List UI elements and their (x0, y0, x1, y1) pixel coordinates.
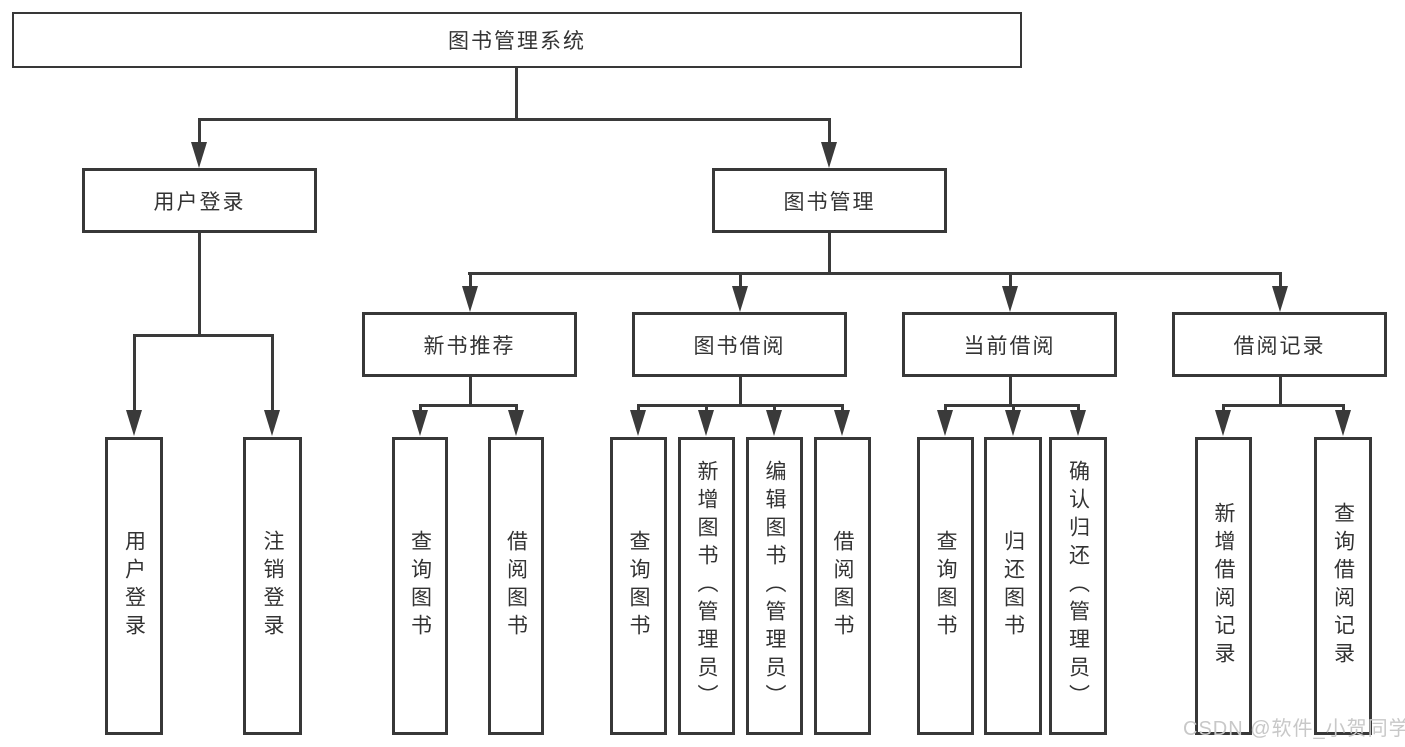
arrow-down-icon (508, 410, 524, 436)
node-book-borrowing: 图书借阅 (632, 312, 847, 377)
node-label: 查询图书 (934, 530, 957, 642)
node-label: 新增借阅记录 (1212, 502, 1235, 670)
connector-line (705, 404, 708, 414)
node-label: 注销登录 (261, 530, 284, 642)
connector-line (133, 334, 136, 412)
connector-line (637, 404, 844, 407)
arrow-down-icon (732, 286, 748, 312)
node-label: 图书管理 (783, 190, 876, 214)
arrow-down-icon (191, 142, 207, 168)
connector-line (515, 68, 518, 118)
node-label: 新书推荐 (423, 334, 516, 358)
connector-line (739, 272, 742, 288)
arrow-down-icon (1070, 410, 1086, 436)
node-label: 借阅记录 (1233, 334, 1326, 358)
node-book-management: 图书管理 (712, 168, 947, 233)
connector-line (637, 404, 640, 414)
connector-line (515, 404, 518, 414)
node-label: 用户登录 (122, 530, 146, 642)
arrow-down-icon (412, 410, 428, 436)
connector-line (469, 272, 472, 288)
arrow-down-icon (834, 410, 850, 436)
node-root-library-system: 图书管理系统 (12, 12, 1022, 68)
arrow-down-icon (264, 410, 280, 436)
leaf-borrow-books-recommend: 借阅图书 (488, 437, 544, 735)
leaf-edit-books-admin: 编辑图书（管理员） (746, 437, 803, 735)
arrow-down-icon (698, 410, 714, 436)
connector-line (773, 404, 776, 414)
connector-line (1009, 377, 1012, 406)
leaf-query-books-recommend: 查询图书 (392, 437, 448, 735)
arrow-down-icon (1335, 410, 1351, 436)
connector-line (198, 118, 201, 144)
node-label: 借阅图书 (831, 530, 854, 642)
arrow-down-icon (1272, 286, 1288, 312)
connector-line (133, 334, 274, 337)
node-label: 图书借阅 (693, 334, 786, 358)
node-label: 查询图书 (408, 530, 432, 642)
connector-line (198, 233, 201, 336)
node-label: 编辑图书（管理员） (763, 460, 786, 712)
connector-line (1279, 272, 1282, 288)
node-new-book-recommend: 新书推荐 (362, 312, 577, 377)
leaf-user-login: 用户登录 (105, 437, 163, 735)
arrow-down-icon (1005, 410, 1021, 436)
arrow-down-icon (937, 410, 953, 436)
arrow-down-icon (630, 410, 646, 436)
node-label: 查询图书 (627, 530, 650, 642)
arrow-down-icon (821, 142, 837, 168)
arrow-down-icon (126, 410, 142, 436)
connector-line (271, 334, 274, 412)
connector-line (469, 377, 472, 406)
connector-line (419, 404, 518, 407)
connector-line (1342, 404, 1345, 414)
leaf-add-books-admin: 新增图书（管理员） (678, 437, 735, 735)
csdn-watermark: CSDN @软件_小贺同学 (1183, 718, 1405, 740)
node-label: 当前借阅 (963, 334, 1056, 358)
connector-line (1279, 377, 1282, 406)
arrow-down-icon (1002, 286, 1018, 312)
connector-line (828, 118, 831, 144)
connector-line (1222, 404, 1225, 414)
node-label: 新增图书（管理员） (695, 460, 718, 712)
arrow-down-icon (462, 286, 478, 312)
leaf-logout: 注销登录 (243, 437, 302, 735)
connector-line (1077, 404, 1080, 414)
connector-line (739, 377, 742, 406)
connector-line (1012, 404, 1015, 414)
connector-line (198, 118, 831, 121)
leaf-query-books: 查询图书 (610, 437, 667, 735)
node-label: 查询借阅记录 (1331, 502, 1355, 670)
arrow-down-icon (766, 410, 782, 436)
connector-line (944, 404, 947, 414)
node-user-login: 用户登录 (82, 168, 317, 233)
node-current-borrowing: 当前借阅 (902, 312, 1117, 377)
leaf-add-borrow-record: 新增借阅记录 (1195, 437, 1252, 735)
connector-line (841, 404, 844, 414)
connector-line (468, 272, 1281, 275)
leaf-query-borrow-record: 查询借阅记录 (1314, 437, 1372, 735)
node-label: 用户登录 (153, 190, 246, 214)
arrow-down-icon (1215, 410, 1231, 436)
node-borrowing-records: 借阅记录 (1172, 312, 1387, 377)
leaf-query-books-current: 查询图书 (917, 437, 974, 735)
connector-line (419, 404, 422, 414)
connector-line (828, 233, 831, 274)
node-label: 归还图书 (1001, 530, 1025, 642)
leaf-confirm-return-admin: 确认归还（管理员） (1049, 437, 1107, 735)
connector-line (1223, 404, 1344, 407)
node-label: 确认归还（管理员） (1066, 460, 1090, 712)
node-label: 借阅图书 (504, 530, 528, 642)
leaf-borrow-books: 借阅图书 (814, 437, 871, 735)
connector-line (1009, 272, 1012, 288)
node-label: 图书管理系统 (448, 30, 586, 53)
leaf-return-books: 归还图书 (984, 437, 1042, 735)
